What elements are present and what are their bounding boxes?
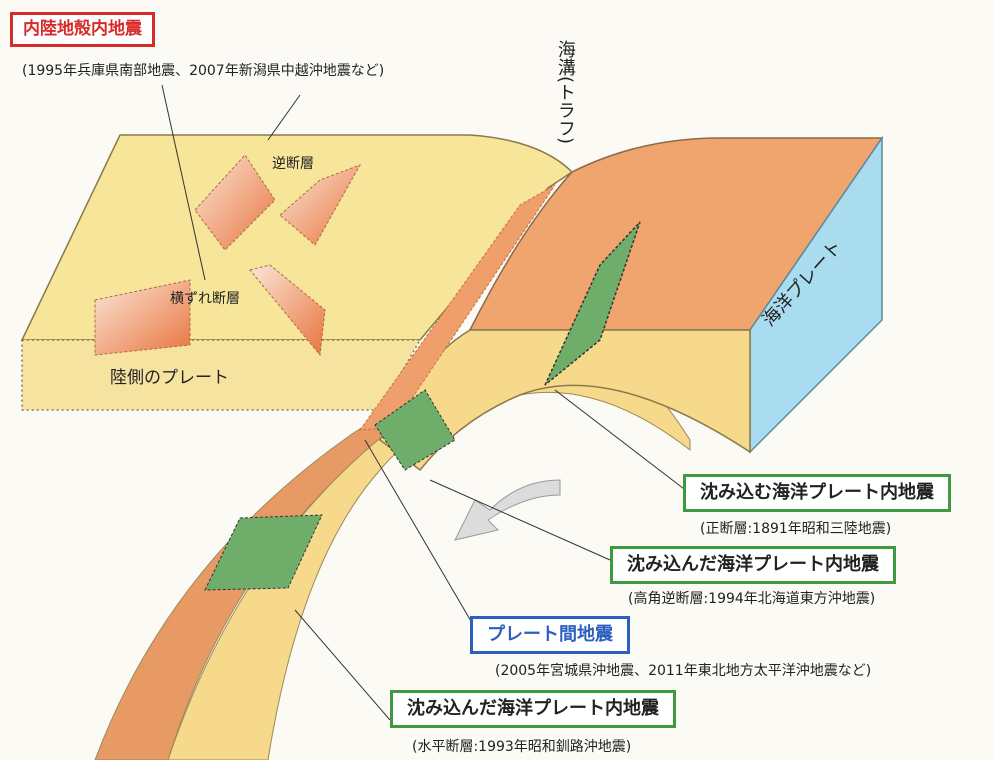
land-plate-label: 陸側のプレート <box>110 368 229 388</box>
strike-slip-label: 横ずれ断層 <box>170 291 240 307</box>
interplate-box: プレート間地震 <box>470 616 630 654</box>
reverse-fault-label: 逆断層 <box>272 156 314 172</box>
fault-normal-ocean <box>544 221 641 386</box>
fault-high-angle <box>374 389 456 471</box>
subducted-intraplate-note-1: (高角逆断層:1994年北海道東方沖地震) <box>628 591 876 607</box>
inland-earthquake-box: 内陸地殻内地震 <box>10 12 155 47</box>
inland-earthquake-note: (1995年兵庫県南部地震、2007年新潟県中越沖地震など) <box>22 63 385 79</box>
fault-block-reverse-2 <box>279 164 362 246</box>
fault-block-strike-2 <box>249 264 326 357</box>
subducting-intraplate-box: 沈み込む海洋プレート内地震 <box>683 474 951 512</box>
interplate-note: (2005年宮城県沖地震、2011年東北地方太平洋沖地震など) <box>495 663 872 679</box>
fault-horizontal <box>204 514 323 591</box>
subducted-intraplate-box-2: 沈み込んだ海洋プレート内地震 <box>390 690 676 728</box>
interplate-fault-plane <box>358 184 556 431</box>
subducted-intraplate-box-1: 沈み込んだ海洋プレート内地震 <box>610 546 896 584</box>
trench-label: 海溝(トラフ) <box>554 40 576 145</box>
subducted-intraplate-note-2: (水平断層:1993年昭和釧路沖地震) <box>412 739 632 755</box>
subducting-intraplate-note: (正断層:1891年昭和三陸地震) <box>700 521 892 537</box>
fault-block-reverse-1 <box>194 154 276 251</box>
fault-block-strike-1 <box>94 279 191 356</box>
land-plate-front <box>21 339 422 411</box>
subduction-arrow <box>454 479 561 541</box>
